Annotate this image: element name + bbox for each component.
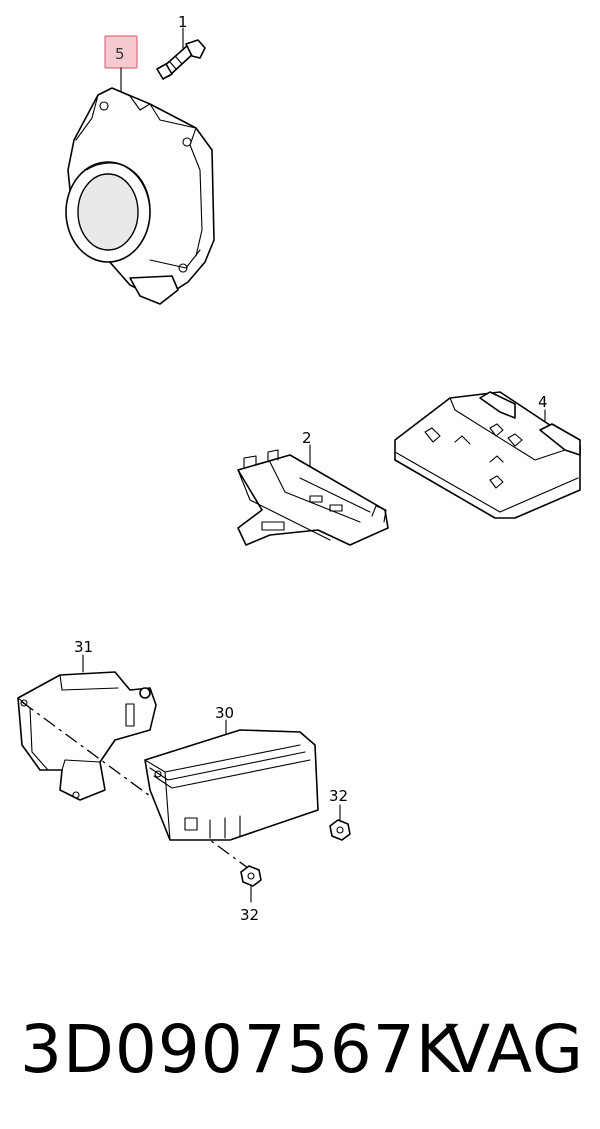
bracket-part-2 (237, 444, 389, 546)
label-5-box (104, 35, 138, 93)
callout-4: 4 (538, 393, 548, 411)
callout-5: 5 (115, 45, 125, 63)
part-number: 3D0907567K (20, 1011, 461, 1088)
callout-2: 2 (302, 429, 312, 447)
callout-1: 1 (178, 13, 188, 31)
brand-name: VAG (444, 1011, 584, 1088)
bolt-part-1 (156, 27, 206, 80)
module-part-4 (394, 391, 581, 519)
nut-part-32-right (329, 804, 351, 841)
sensor-part-5 (65, 87, 215, 305)
callout-32-bottom: 32 (240, 906, 259, 924)
callout-31: 31 (74, 638, 93, 656)
nut-part-32-bottom (240, 865, 262, 903)
bracket-part-31 (17, 654, 157, 801)
footer-bar: 3D0907567K VAG (12, 1000, 588, 1100)
callout-32-right: 32 (329, 787, 348, 805)
callout-30: 30 (215, 704, 234, 722)
assembly-axis-line (21, 701, 249, 869)
control-unit-part-30 (144, 719, 319, 841)
